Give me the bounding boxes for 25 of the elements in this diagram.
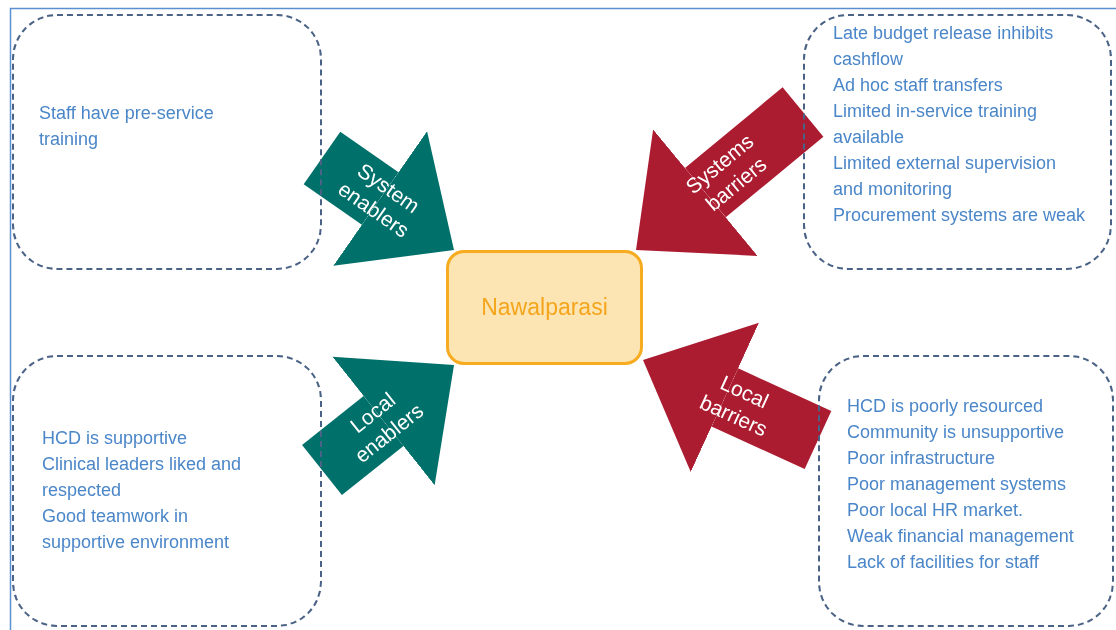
location-box (446, 250, 643, 365)
list-item: Good teamwork in supportive environment (42, 505, 231, 554)
location-name: Nawalparasi (481, 294, 608, 321)
dashed-group-box (12, 14, 322, 270)
list-item: Late budget release inhibits cashflow (833, 22, 1055, 71)
list-item: Staff have pre-service training (39, 102, 215, 151)
list-item: Clinical leaders liked and respected (42, 453, 243, 502)
list-item: Weak financial management (847, 525, 1075, 548)
block-arrow (303, 131, 454, 266)
list-item: HCD is poorly resourced (847, 395, 1045, 418)
list-item: Procurement systems are weak (833, 204, 1087, 227)
list-item: Poor infrastructure (847, 447, 997, 470)
dashed-group-box (12, 355, 322, 627)
dashed-group-box (818, 355, 1114, 627)
list-item: Limited in-service training available (833, 100, 1039, 149)
list-item: Lack of facilities for staff (847, 551, 1040, 574)
list-item: Poor local HR market. (847, 499, 1025, 522)
dashed-group-box (803, 14, 1112, 270)
block-arrow (636, 87, 824, 256)
list-item: Poor management systems (847, 473, 1068, 496)
block-arrow (302, 356, 454, 496)
list-item: Ad hoc staff transfers (833, 74, 1004, 97)
list-item: HCD is supportive (42, 427, 189, 450)
list-item: Limited external supervision and monitoring (833, 152, 1058, 201)
list-item: Community is unsupportive (847, 421, 1066, 444)
